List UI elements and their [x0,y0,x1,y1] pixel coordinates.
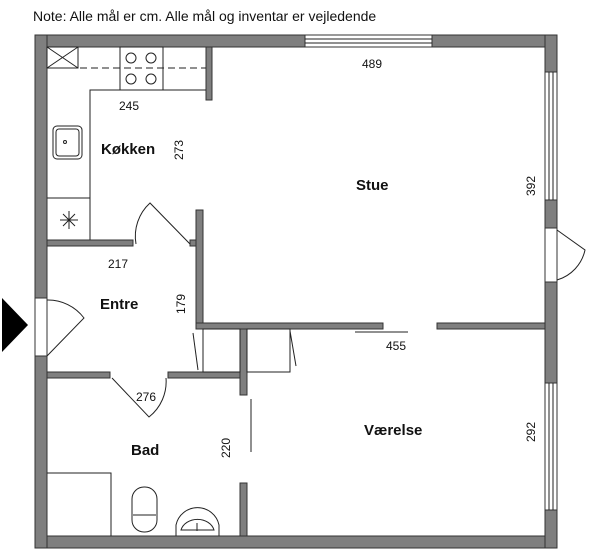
washbasin-icon [175,507,220,536]
dim-living-width: 489 [362,57,382,71]
dim-living-depth: 392 [524,176,538,196]
door-balcony [544,227,586,283]
room-label-kitchen: Køkken [101,141,155,158]
window-right-living [544,71,558,201]
window-top [304,34,433,48]
dim-entrance-width: 217 [108,257,128,271]
door-bathroom [111,377,167,418]
stove-burner-icon [145,52,157,64]
bathroom-fixtures [47,472,220,536]
stove-burner-icon [125,52,137,64]
dim-kitchen-depth: 273 [172,140,186,160]
room-label-bedroom: Værelse [364,422,422,439]
interior-walls [46,46,546,537]
entrance-arrow-icon [2,298,28,352]
stove-burner-icon [145,73,157,85]
kitchen-counter [46,46,206,240]
room-label-entrance: Entre [100,296,138,313]
sink-icon [52,125,83,160]
room-label-living: Stue [356,177,389,194]
dim-bath-width: 276 [136,390,156,404]
dim-bedroom-depth: 292 [524,422,538,442]
window-right-bedroom [544,382,558,511]
dim-bath-depth: 220 [219,438,233,458]
toilet-icon [131,486,158,533]
stove-burner-icon [125,73,137,85]
outer-walls [34,34,558,549]
extractor-icon [60,211,78,229]
closets [192,328,297,373]
dim-entrance-depth: 179 [174,294,188,314]
plan-note: Note: Alle mål er cm. Alle mål og invent… [33,8,377,24]
door-kitchen [134,202,191,245]
door-front [34,297,85,357]
dim-kitchen-width: 245 [119,99,139,113]
room-label-bathroom: Bad [131,442,159,459]
dim-bedroom-width: 455 [386,339,406,353]
